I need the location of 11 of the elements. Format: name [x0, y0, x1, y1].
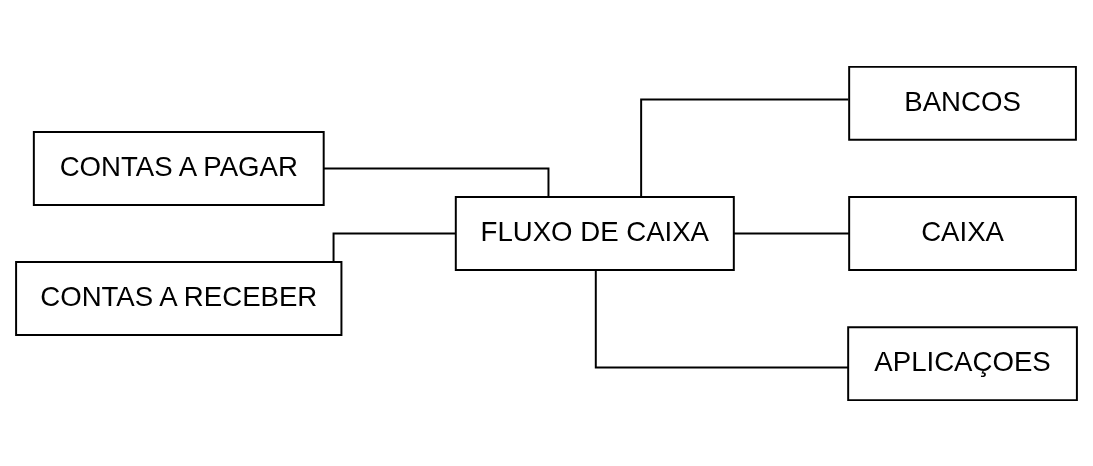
node-box: FLUXO DE CAIXA: [454, 195, 735, 271]
connector: [732, 232, 851, 234]
connector: [322, 166, 550, 197]
node-box: CAIXA: [848, 195, 1077, 271]
node-box: APLICAÇOES: [847, 325, 1078, 401]
node-box: CONTAS A RECEBER: [15, 260, 343, 336]
node-box: BANCOS: [848, 65, 1077, 141]
connector: [332, 232, 457, 262]
connector: [640, 97, 850, 198]
connector: [594, 268, 849, 369]
node-box: CONTAS A PAGAR: [32, 130, 325, 206]
